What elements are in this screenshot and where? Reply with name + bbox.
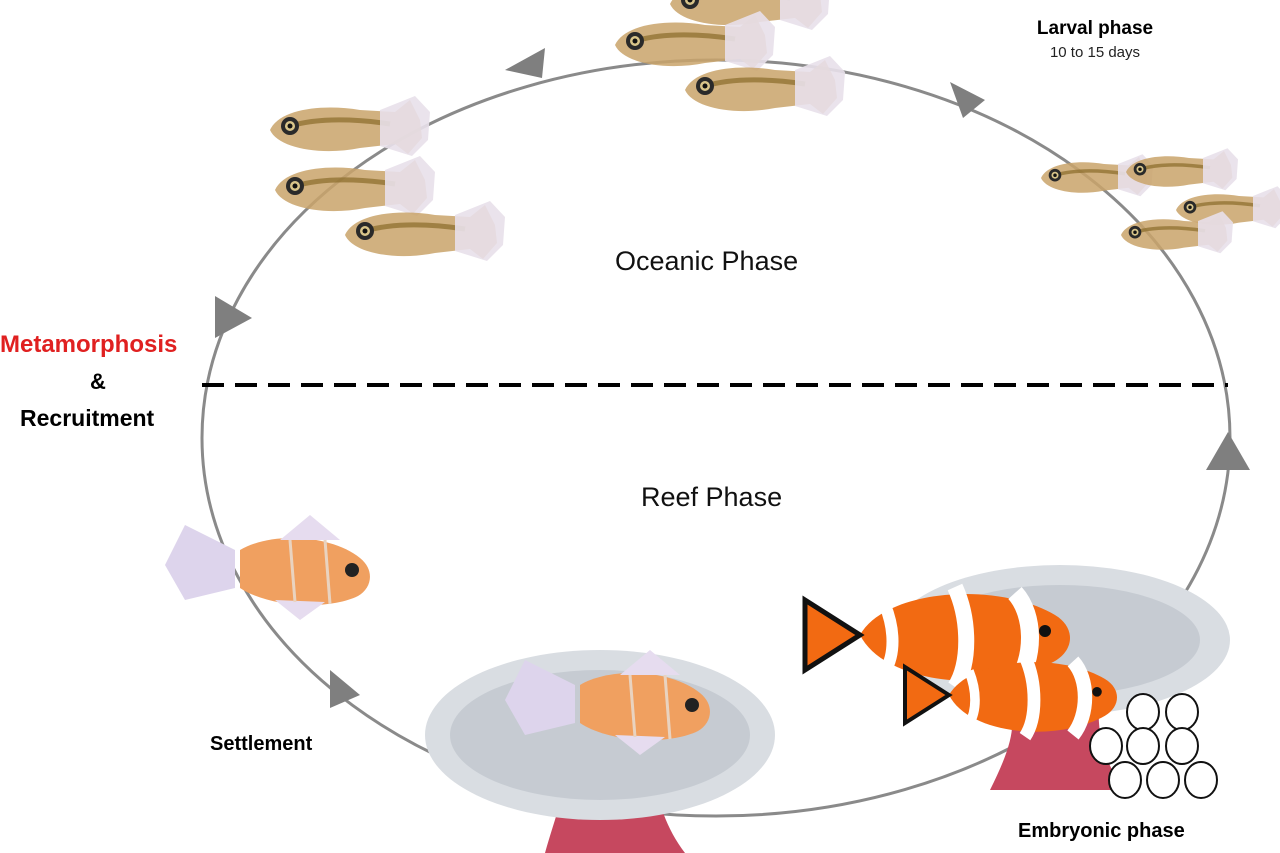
larval-fish-icon [270, 96, 430, 156]
oceanic-phase-label: Oceanic Phase [615, 246, 799, 276]
juvenile-fish-icon [163, 513, 372, 622]
egg-icon [1184, 761, 1218, 799]
settlement-label: Settlement [210, 733, 313, 755]
egg-icon [1126, 693, 1160, 731]
larval-phase-label: Larval phase 10 to 15 days [1000, 18, 1190, 61]
larval-fish-icon [345, 201, 505, 261]
egg-icon [1089, 727, 1123, 765]
cycle-arrow-icon [215, 296, 252, 338]
larval-phase-title: Larval phase [1036, 18, 1154, 39]
egg-icon [1126, 727, 1160, 765]
ampersand-label: & [90, 369, 106, 394]
cycle-arrow-icon [1206, 432, 1250, 470]
larval-fish-icon [1119, 209, 1235, 255]
egg-icon [1146, 761, 1180, 799]
cycle-arrow-icon [505, 48, 545, 78]
egg-icon [1108, 761, 1142, 799]
cycle-arrow-icon [330, 670, 360, 708]
egg-icon [1165, 727, 1199, 765]
egg-icon [1165, 693, 1199, 731]
larval-fish-icon [685, 56, 845, 116]
larval-fish-icon [275, 156, 435, 216]
larval-phase-duration: 10 to 15 days [1049, 44, 1141, 61]
cycle-arrow-icon [950, 82, 985, 118]
metamorphosis-label: Metamorphosis [0, 331, 178, 358]
recruitment-label: Recruitment [20, 405, 155, 431]
reef-phase-label: Reef Phase [641, 482, 783, 512]
embryonic-phase-label: Embryonic phase [1018, 820, 1185, 842]
